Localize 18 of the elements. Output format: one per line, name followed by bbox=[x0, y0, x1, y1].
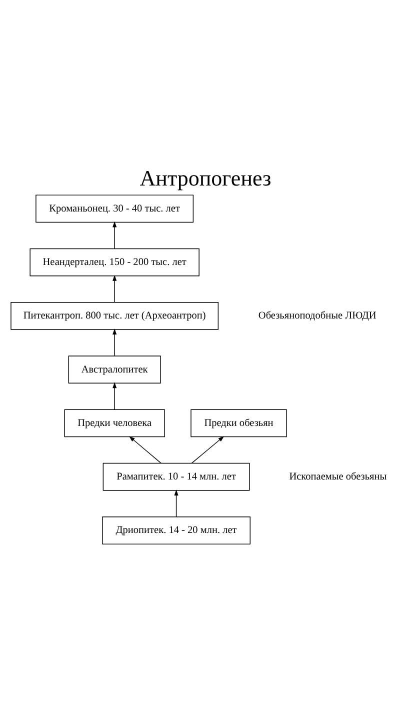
node-box: Предки обезьян bbox=[190, 408, 287, 437]
arrow bbox=[112, 382, 117, 410]
arrow bbox=[191, 436, 224, 464]
node-box: Неандерталец. 150 - 200 тыс. лет bbox=[30, 248, 200, 276]
diagram-title: Антропогенез bbox=[140, 165, 272, 190]
node-box: Предки человека bbox=[64, 408, 165, 437]
arrow bbox=[112, 328, 117, 356]
node-box: Дриопитек. 14 - 20 млн. лет bbox=[102, 516, 250, 544]
arrow bbox=[174, 489, 178, 517]
node-box: Австралопитек bbox=[68, 355, 161, 384]
arrow bbox=[112, 274, 117, 302]
label: Обезьяноподобные ЛЮДИ bbox=[258, 310, 376, 322]
arrow bbox=[112, 220, 117, 249]
label: Ископаемые обезьяны bbox=[289, 471, 387, 482]
node-box: Питекантроп. 800 тыс. лет (Археоантроп) bbox=[10, 301, 219, 330]
node-box: Рамапитек. 10 - 14 млн. лет bbox=[102, 462, 250, 490]
arrow bbox=[129, 436, 162, 464]
node-box: Кроманьонец. 30 - 40 тыс. лет bbox=[36, 194, 194, 222]
